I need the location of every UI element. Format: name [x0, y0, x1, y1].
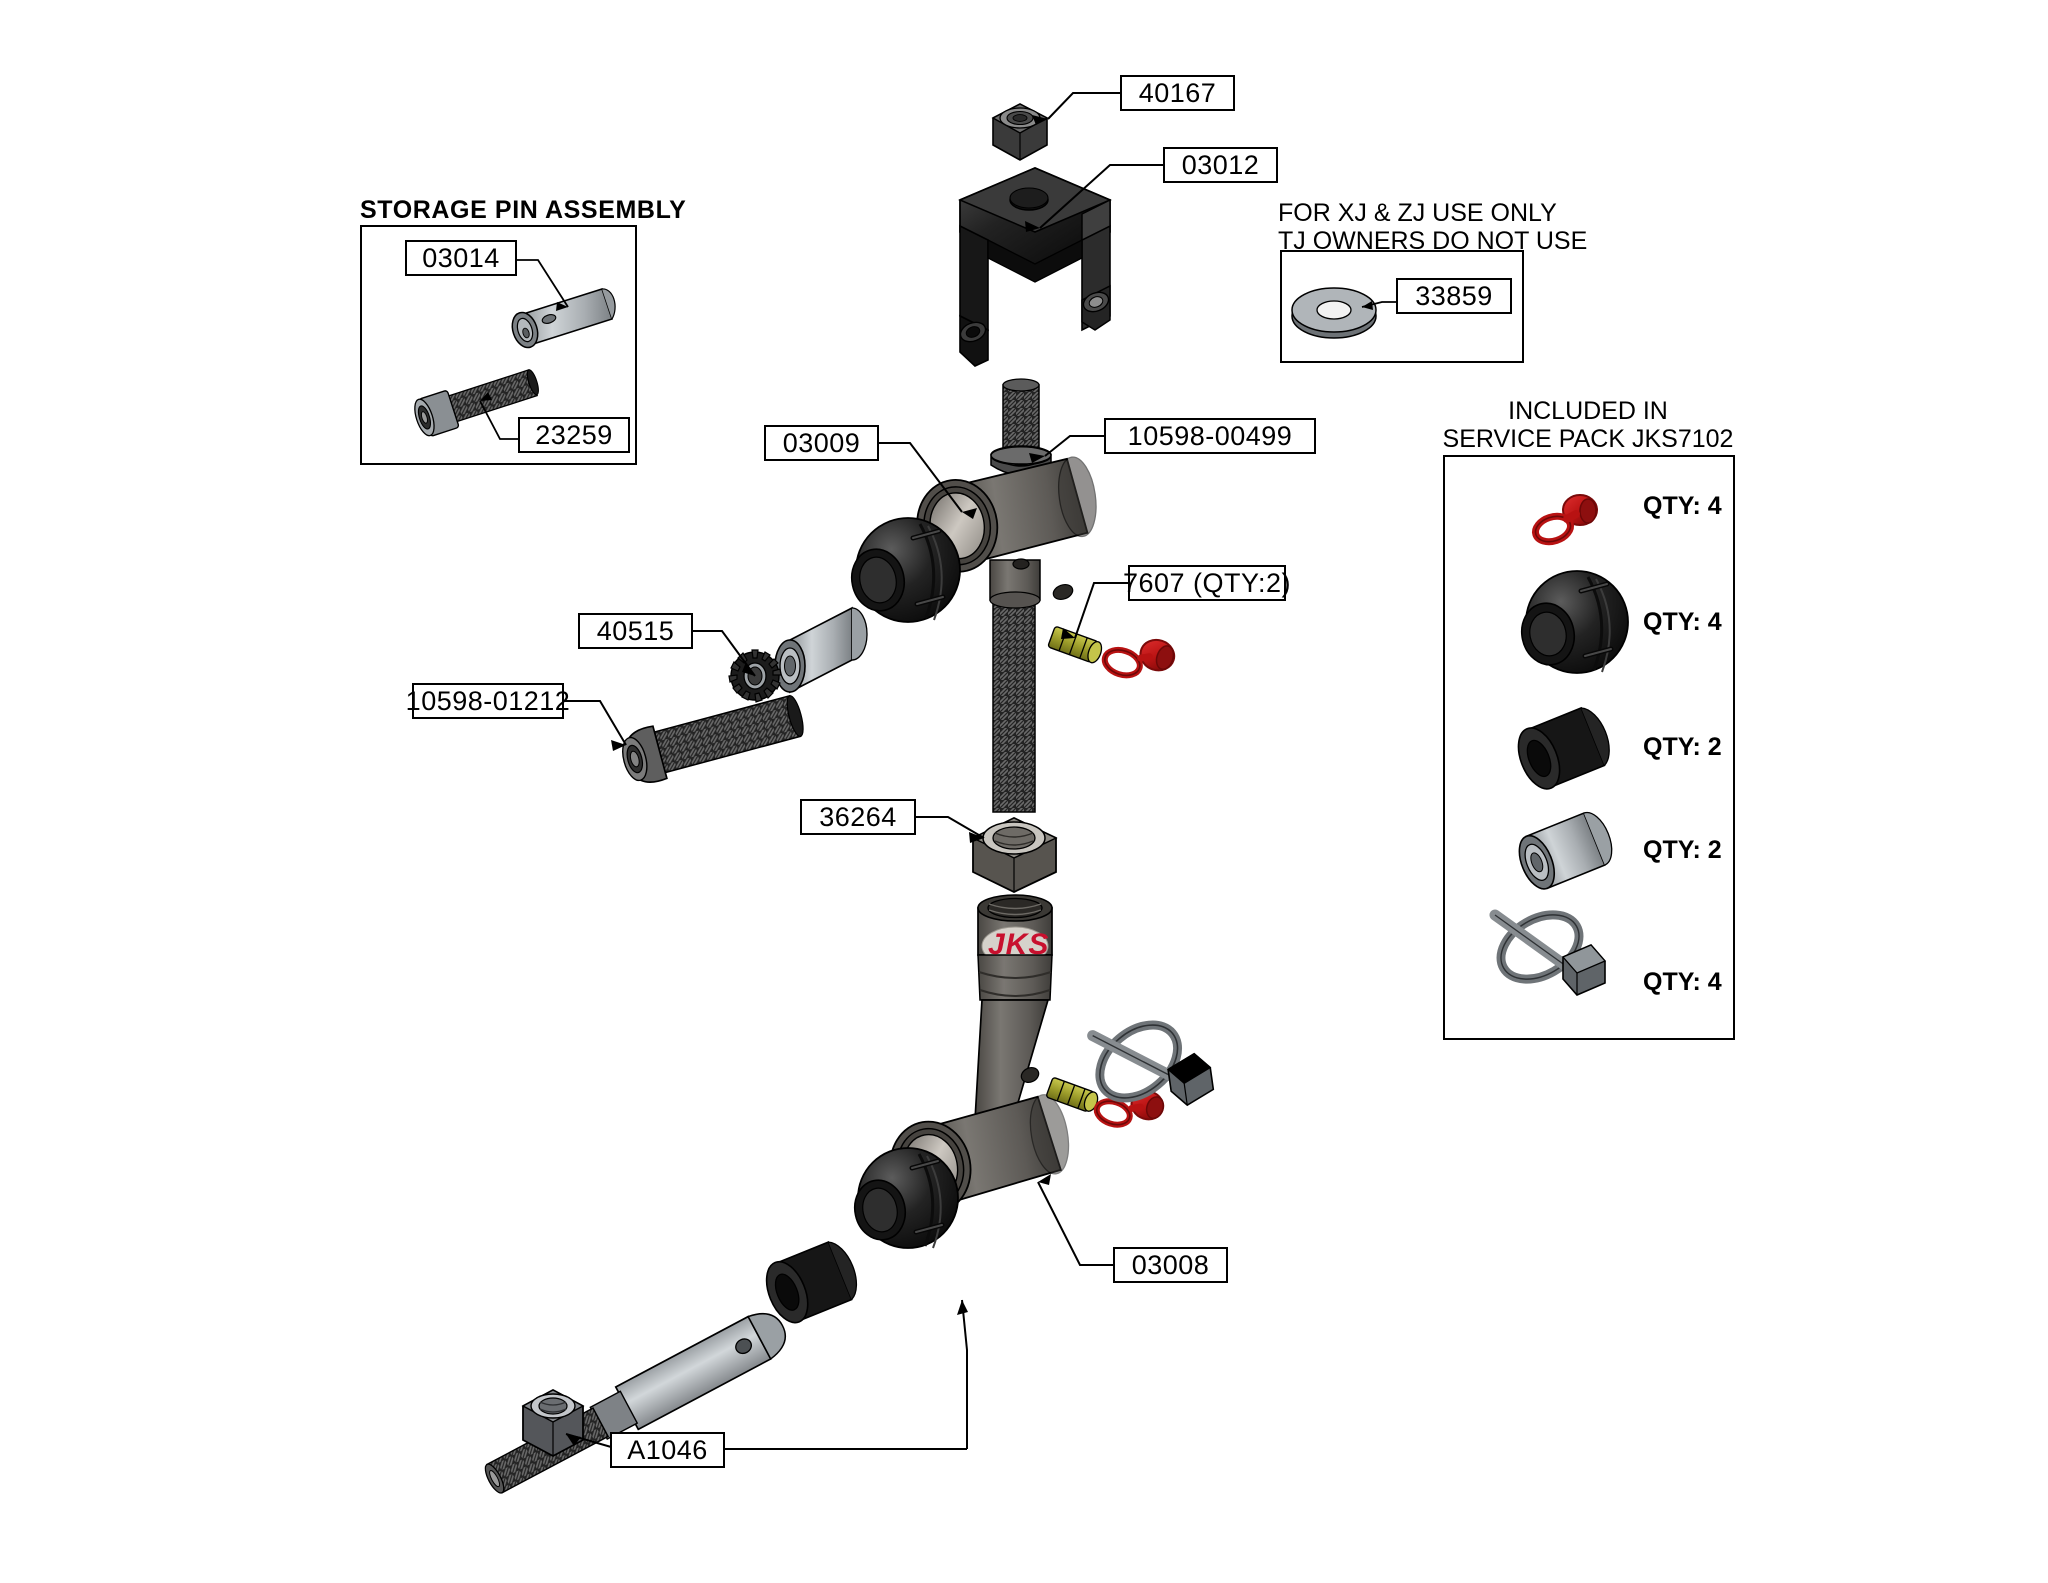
part-A1046-stud — [484, 1313, 786, 1494]
callout-A1046[interactable]: A1046 — [610, 1432, 725, 1468]
storage-pin-illustration — [414, 259, 616, 440]
part-03012-u-bracket — [958, 167, 1112, 367]
callout-36264[interactable]: 36264 — [800, 799, 916, 835]
callout-33859[interactable]: 33859 — [1396, 278, 1512, 314]
service-pack-qty-2: QTY: 2 — [1643, 733, 1722, 761]
sp-lynch-pin — [1489, 909, 1607, 996]
callout-40167[interactable]: 40167 — [1120, 75, 1235, 111]
part-7607-zerk-fitting-upper — [1047, 626, 1103, 664]
part-7607-zerk-fitting-lower — [1046, 1077, 1099, 1112]
part-black-spacer-ring-main — [765, 1241, 858, 1324]
sp-black-spacer-ring — [1517, 706, 1610, 790]
storage-pin-heading: STORAGE PIN ASSEMBLY — [360, 196, 687, 224]
part-40167-lock-nut — [991, 103, 1049, 161]
part-ball-joint-boot-upper — [850, 517, 961, 623]
sp-grease-fitting-cap — [1531, 494, 1598, 546]
callout-10598-00499[interactable]: 10598-00499 — [1104, 418, 1316, 454]
xj-zj-note-line1: FOR XJ & ZJ USE ONLY — [1278, 199, 1557, 227]
callout-03008[interactable]: 03008 — [1113, 1247, 1228, 1283]
callout-03009[interactable]: 03009 — [764, 425, 879, 461]
part-lynch-pin-main — [1087, 1020, 1215, 1107]
part-A1046-nut — [521, 1388, 585, 1458]
service-pack-panel — [1443, 455, 1735, 1040]
part-10598-01212-bolt — [622, 694, 804, 783]
part-red-dust-cap-upper — [1101, 638, 1176, 679]
service-pack-qty-3: QTY: 2 — [1643, 836, 1722, 864]
part-36264-jam-nut — [971, 817, 1058, 893]
service-pack-illustration — [1489, 494, 1629, 996]
callout-03012[interactable]: 03012 — [1163, 147, 1278, 183]
callout-23259[interactable]: 23259 — [518, 417, 630, 453]
part-ball-joint-boot-lower — [853, 1147, 959, 1249]
leader-arrowheads — [566, 115, 1075, 1446]
service-pack-qty-0: QTY: 4 — [1643, 492, 1722, 520]
part-10598-00499-bolt — [990, 378, 1052, 476]
part-main-tube-body — [974, 894, 1053, 1132]
service-pack-qty-1: QTY: 4 — [1643, 608, 1722, 636]
service-pack-heading-line2: SERVICE PACK JKS7102 — [1442, 425, 1734, 453]
callout-10598-01212[interactable]: 10598-01212 — [406, 683, 570, 719]
service-pack-qty-4: QTY: 4 — [1643, 968, 1722, 996]
sp-ball-joint-boot — [1520, 570, 1629, 674]
callout-7607[interactable]: 7607 (QTY:2) — [1123, 565, 1291, 601]
sp-metal-sleeve — [1518, 811, 1613, 890]
callout-40515[interactable]: 40515 — [578, 613, 693, 649]
part-metal-sleeve-upper — [774, 606, 868, 694]
xj-zj-illustration — [1291, 287, 1402, 339]
callout-03014[interactable]: 03014 — [405, 240, 517, 276]
jks-logo-text: JKS — [988, 928, 1050, 961]
service-pack-heading-line1: INCLUDED IN — [1508, 397, 1668, 425]
